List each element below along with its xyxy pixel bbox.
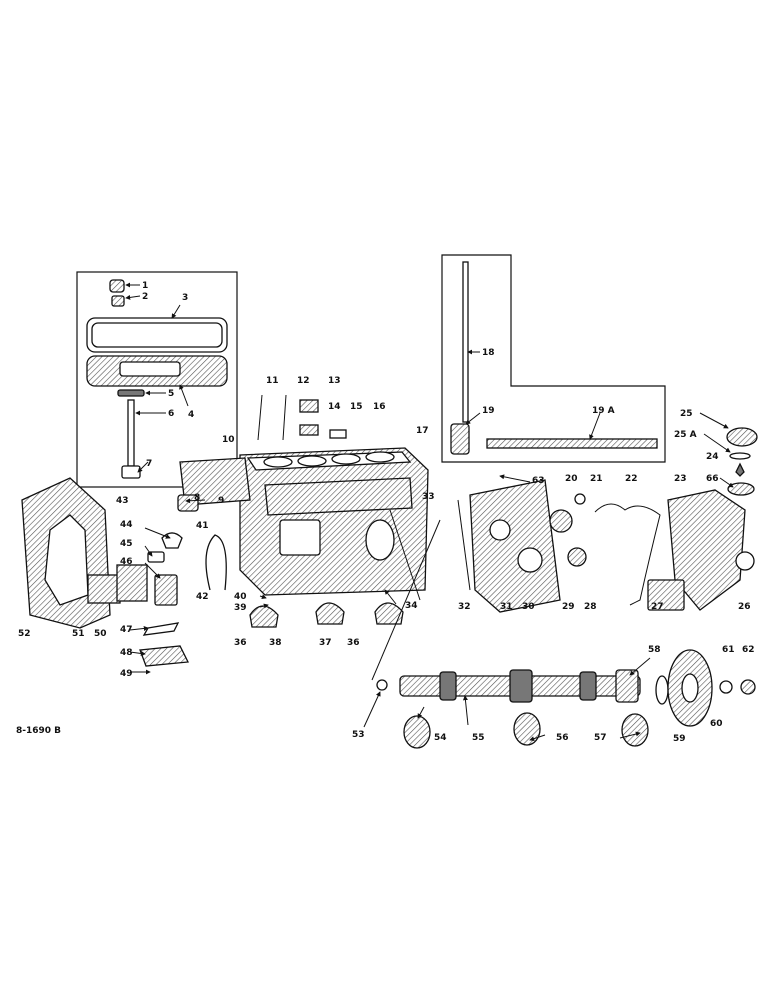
callout: 9 [218, 496, 224, 506]
rear-plate-opening [44, 514, 89, 606]
callout: 5 [168, 389, 174, 399]
callout: 24 [706, 452, 719, 462]
callout: 3 [182, 293, 188, 303]
figure-code: 8-1690 B [16, 726, 61, 736]
callout: 16 [373, 402, 386, 412]
engine-block [239, 447, 429, 596]
callout: 42 [196, 592, 209, 602]
valve-cover-inset [76, 271, 238, 488]
callout: 37 [319, 638, 332, 648]
callout: 55 [472, 733, 485, 743]
callout: 21 [590, 474, 603, 484]
callout: 62 [742, 645, 755, 655]
callout: 57 [594, 733, 607, 743]
callout: 48 [120, 648, 133, 658]
callout: 47 [120, 625, 133, 635]
callout: 4 [188, 410, 194, 420]
callout: 38 [269, 638, 282, 648]
callout: 58 [648, 645, 661, 655]
callout: 19 [482, 406, 495, 416]
callout: 29 [562, 602, 575, 612]
callout: 11 [266, 376, 279, 386]
callout: 6 [168, 409, 174, 419]
callout: 30 [522, 602, 535, 612]
callout: 26 [738, 602, 751, 612]
callout: 8 [194, 493, 200, 503]
callout: 66 [706, 474, 719, 484]
callout: 43 [116, 496, 129, 506]
callout: 50 [94, 629, 107, 639]
callout: 12 [297, 376, 310, 386]
callout: 31 [500, 602, 513, 612]
callout: 61 [722, 645, 735, 655]
push-rod-inset [441, 254, 666, 463]
callout: 52 [18, 629, 31, 639]
callouts: 1 2 3 4 5 6 7 8 9 10 11 12 13 14 15 16 1… [18, 281, 755, 744]
callout: 20 [565, 474, 578, 484]
callout: 60 [710, 719, 723, 729]
callout: 10 [222, 435, 235, 445]
callout: 40 [234, 592, 247, 602]
callout: 22 [625, 474, 638, 484]
callout: 18 [482, 348, 495, 358]
camshaft [376, 649, 756, 749]
callout: 7 [146, 459, 152, 469]
callout: 25 A [674, 430, 697, 440]
callout: 45 [120, 539, 133, 549]
left-small-parts [87, 494, 227, 667]
callout: 54 [434, 733, 447, 743]
callout: 1 [142, 281, 148, 291]
callout: 19 A [592, 406, 615, 416]
studs [257, 394, 471, 681]
callout: 36 [347, 638, 360, 648]
callout: 32 [458, 602, 471, 612]
callout: 53 [352, 730, 365, 740]
callout: 49 [120, 669, 133, 679]
bearing-caps [249, 602, 404, 628]
callout: 39 [234, 603, 247, 613]
timing-parts [469, 427, 758, 613]
callout: 14 [328, 402, 341, 412]
callout: 25 [680, 409, 693, 419]
callout: 41 [196, 521, 209, 531]
callout: 56 [556, 733, 569, 743]
side-gasket [179, 457, 413, 516]
callout: 15 [350, 402, 363, 412]
callout: 33 [422, 492, 435, 502]
callout: 36 [234, 638, 247, 648]
callout: 34 [405, 601, 418, 611]
callout: 27 [651, 602, 664, 612]
callout: 63 [532, 476, 545, 486]
callout: 44 [120, 520, 133, 530]
callout: 17 [416, 426, 429, 436]
callout: 46 [120, 557, 133, 567]
callout: 51 [72, 629, 85, 639]
callout: 59 [673, 734, 686, 744]
callout: 28 [584, 602, 597, 612]
callout: 23 [674, 474, 687, 484]
callout: 13 [328, 376, 341, 386]
callout: 2 [142, 292, 148, 302]
leader-lines [125, 282, 734, 742]
